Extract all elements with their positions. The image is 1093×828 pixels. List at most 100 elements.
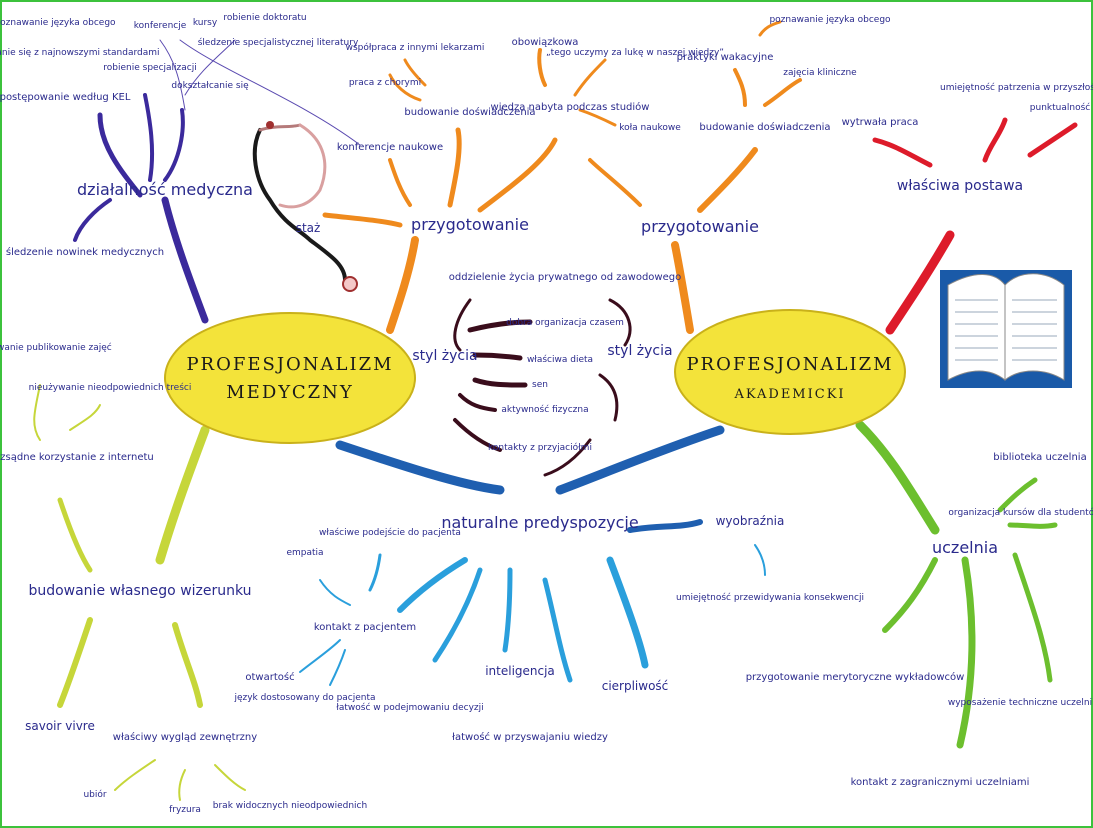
branch-ubior [114,759,156,791]
label-zapoznanie: zapoznanie się z najnowszymi standardami [0,48,160,58]
branch-dokszt [163,108,185,182]
label-kontakt-zagr: kontakt z zagranicznymi uczelniami [851,777,1030,788]
label-wlasciwy-wyglad: właściwy wygląd zewnętrzny [113,731,257,743]
label-konf-nauk: konferencje naukowe [337,142,443,153]
branch-nat-right [555,425,725,495]
branch-wytrwala [872,137,933,168]
branch-wyposazenie [1012,552,1053,683]
branch-wiedza [477,137,558,213]
core-medical-line2: MEDYCZNY [226,382,353,403]
label-obowiazkowa: obowiązkowa [512,37,579,48]
stethoscope-icon [252,121,358,292]
branch-kontakt [397,557,468,613]
core-medical-ellipse [164,312,416,444]
label-styl-left: styl życia [412,348,477,364]
label-konferencje-top: konferencje [134,21,187,31]
core-medical: PROFESJONALIZM MEDYCZNY [164,312,416,444]
label-praca: praca z chorymi [349,78,421,88]
branch-umiej [982,117,1008,163]
branch-styl-2 [467,319,533,333]
label-wyposazenie: wyposażenie techniczne uczelni [948,698,1092,708]
branch-styl-9 [543,438,592,477]
branch-biblioteka [997,477,1038,513]
label-wyobraznia: wyobraźnia [716,514,785,528]
branch-praca [388,73,422,102]
branch-budowanie-wiz [155,425,210,565]
branch-przyg-wiedza [588,158,642,207]
label-otwartosc: otwartość [245,671,294,683]
branch-organizowanie [33,384,41,441]
label-poznawanie-jezyk: poznawanie języka obcego [0,18,116,28]
label-punktualnosc: punktualność [1030,102,1090,113]
branch-styl-3 [472,352,523,361]
label-sen: sen [532,380,548,390]
branch-obow [537,48,547,87]
label-uczelnia: uczelnia [932,538,998,557]
label-kontakt-pacjent: kontakt z pacjentem [314,622,416,633]
label-kontakty: kontakty z przyjaciółmi [488,442,592,453]
label-fryzura: fryzura [169,805,201,815]
branch-latwosc-wiedzy [542,577,573,683]
label-wlasciwe-podejscie: właściwe podejście do pacjenta [319,527,461,538]
label-robienie-spec: robienie specjalizacji [103,63,196,73]
label-tego-uczymy: „tego uczymy za lukę w naszej wiedzy” [546,48,724,58]
label-cierpliwosc: cierpliwość [602,679,669,693]
label-jezyk: język dostosowany do pacjenta [233,693,375,703]
branch-styl-5 [458,393,497,412]
label-budowanie-left: budowanie doświadczenia [404,106,535,118]
branch-poznawanie [758,20,782,37]
branch-przygotowanie-r [671,241,694,334]
label-sledzenie-lit: śledzenie specjalistycznej literatury [198,37,359,48]
branch-praktyki [733,68,747,107]
branch-fryzura [178,769,186,801]
label-umiejetnosc: umiejętność patrzenia w przyszłość [940,82,1093,93]
branch-kola [578,108,617,127]
branch-inteligencja [502,567,513,653]
label-dieta: właściwa dieta [527,354,593,365]
label-kursy: kursy [193,18,218,28]
core-academic-ellipse [674,309,906,435]
label-brak: brak widocznych nieodpowiednich [213,801,367,811]
branch-przygotowanie-l [386,236,419,334]
labels: działalność medyczna śledzenie nowinek m… [0,13,1093,815]
branch-styl-4 [472,377,528,388]
label-budowanie-wiz: budowanie własnego wizerunku [28,583,251,599]
branch-budowanie-r [697,147,758,213]
label-nieuzywanie: nieużywanie nieodpowiednich treści [29,382,192,393]
label-biblioteka: biblioteka uczelnia [993,452,1086,463]
label-oddzielenie: oddzielenie życia prywatnego od zawodowe… [449,272,681,283]
label-praktyki: praktyki wakacyjne [677,52,774,63]
core-academic-line2: AKADEMICKI [733,387,845,402]
label-dobra: dobra organizacja czasem [506,318,624,328]
branch-dzialalnosc [161,196,209,324]
branch-kontakt-zagr [956,556,976,749]
branch-styl-6 [453,418,502,452]
label-przygotowanie-left: przygotowanie [411,215,529,234]
branch-wyglad [172,622,203,708]
branch-styl-1 [453,298,472,352]
label-wytrwala: wytrwała praca [842,117,919,128]
label-aktywnosc: aktywność fizyczna [501,404,588,415]
core-academic: PROFESJONALIZM AKADEMICKI [674,309,906,435]
label-zajecia: zajęcia kliniczne [783,68,857,78]
branch-thin-2 [184,39,236,96]
label-wspolpraca: współpraca z innymi lekarzami [346,42,485,53]
label-kola: koła naukowe [619,123,681,133]
branch-zajecia [763,78,802,107]
branch-tego [573,58,607,97]
branch-punkt [1027,122,1078,158]
label-przygotowanie-right: przygotowanie [641,217,759,236]
label-ubior: ubiór [83,789,106,800]
branch-otwartosc [299,639,341,673]
label-inteligencja: inteligencja [485,664,555,678]
label-latwosc-wiedzy: łatwość w przyswajaniu wiedzy [452,731,608,743]
label-postepowanie: postępowanie według KEL [0,92,131,103]
label-umiej-prz: umiejętność przewidywania konsekwencji [676,592,864,603]
label-wiedza: wiedza nabyta podczas studiów [491,101,650,113]
branch-staz [322,212,403,228]
branch-postepowanie [97,112,143,198]
branches [33,20,1078,801]
